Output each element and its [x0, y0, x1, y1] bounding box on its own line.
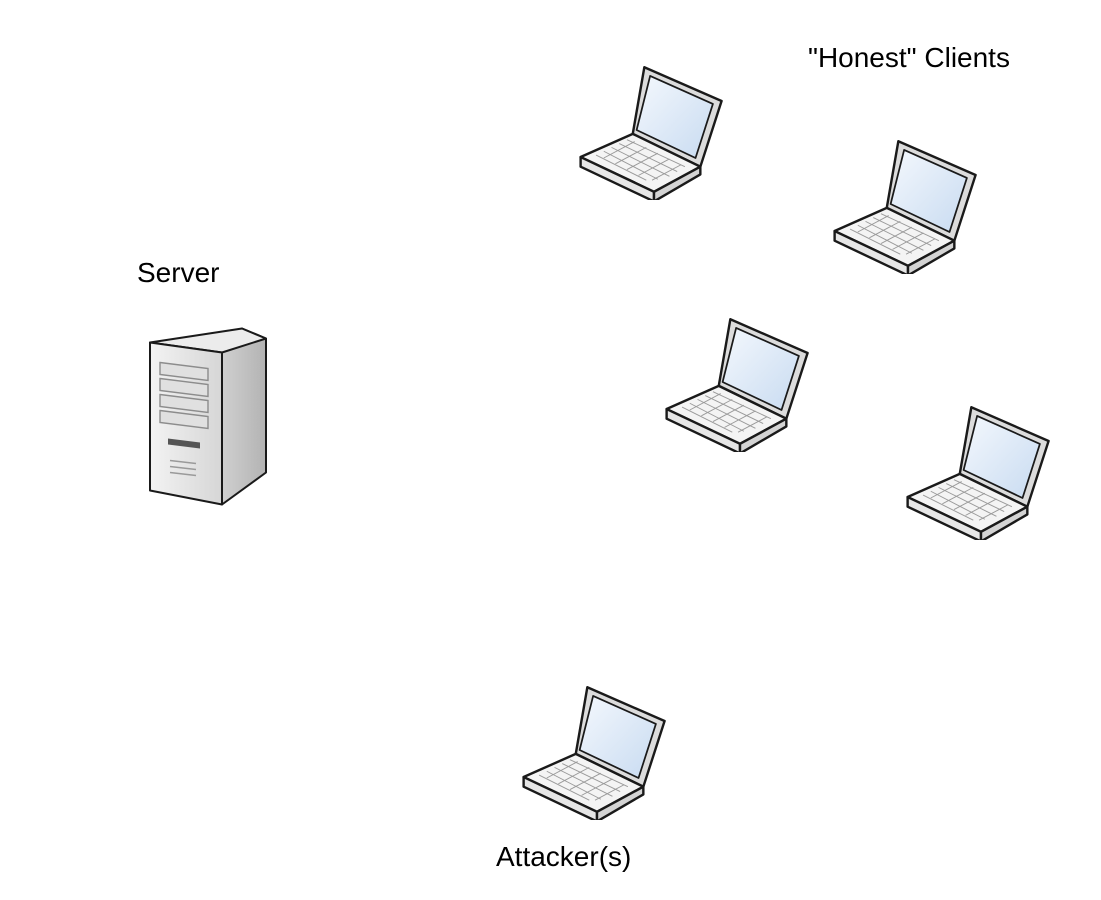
attacker-laptop-icon — [519, 680, 675, 820]
honest-clients-label: "Honest" Clients — [808, 42, 1010, 73]
server-icon — [142, 322, 272, 508]
honest-client-2-laptop-icon — [830, 134, 986, 274]
server-label: Server — [137, 257, 220, 288]
honest-client-4-laptop-icon — [903, 400, 1059, 540]
honest-client-3-laptop-icon — [662, 312, 818, 452]
honest-client-1-laptop-icon — [576, 60, 732, 200]
attacker-label: Attacker(s) — [496, 841, 632, 872]
